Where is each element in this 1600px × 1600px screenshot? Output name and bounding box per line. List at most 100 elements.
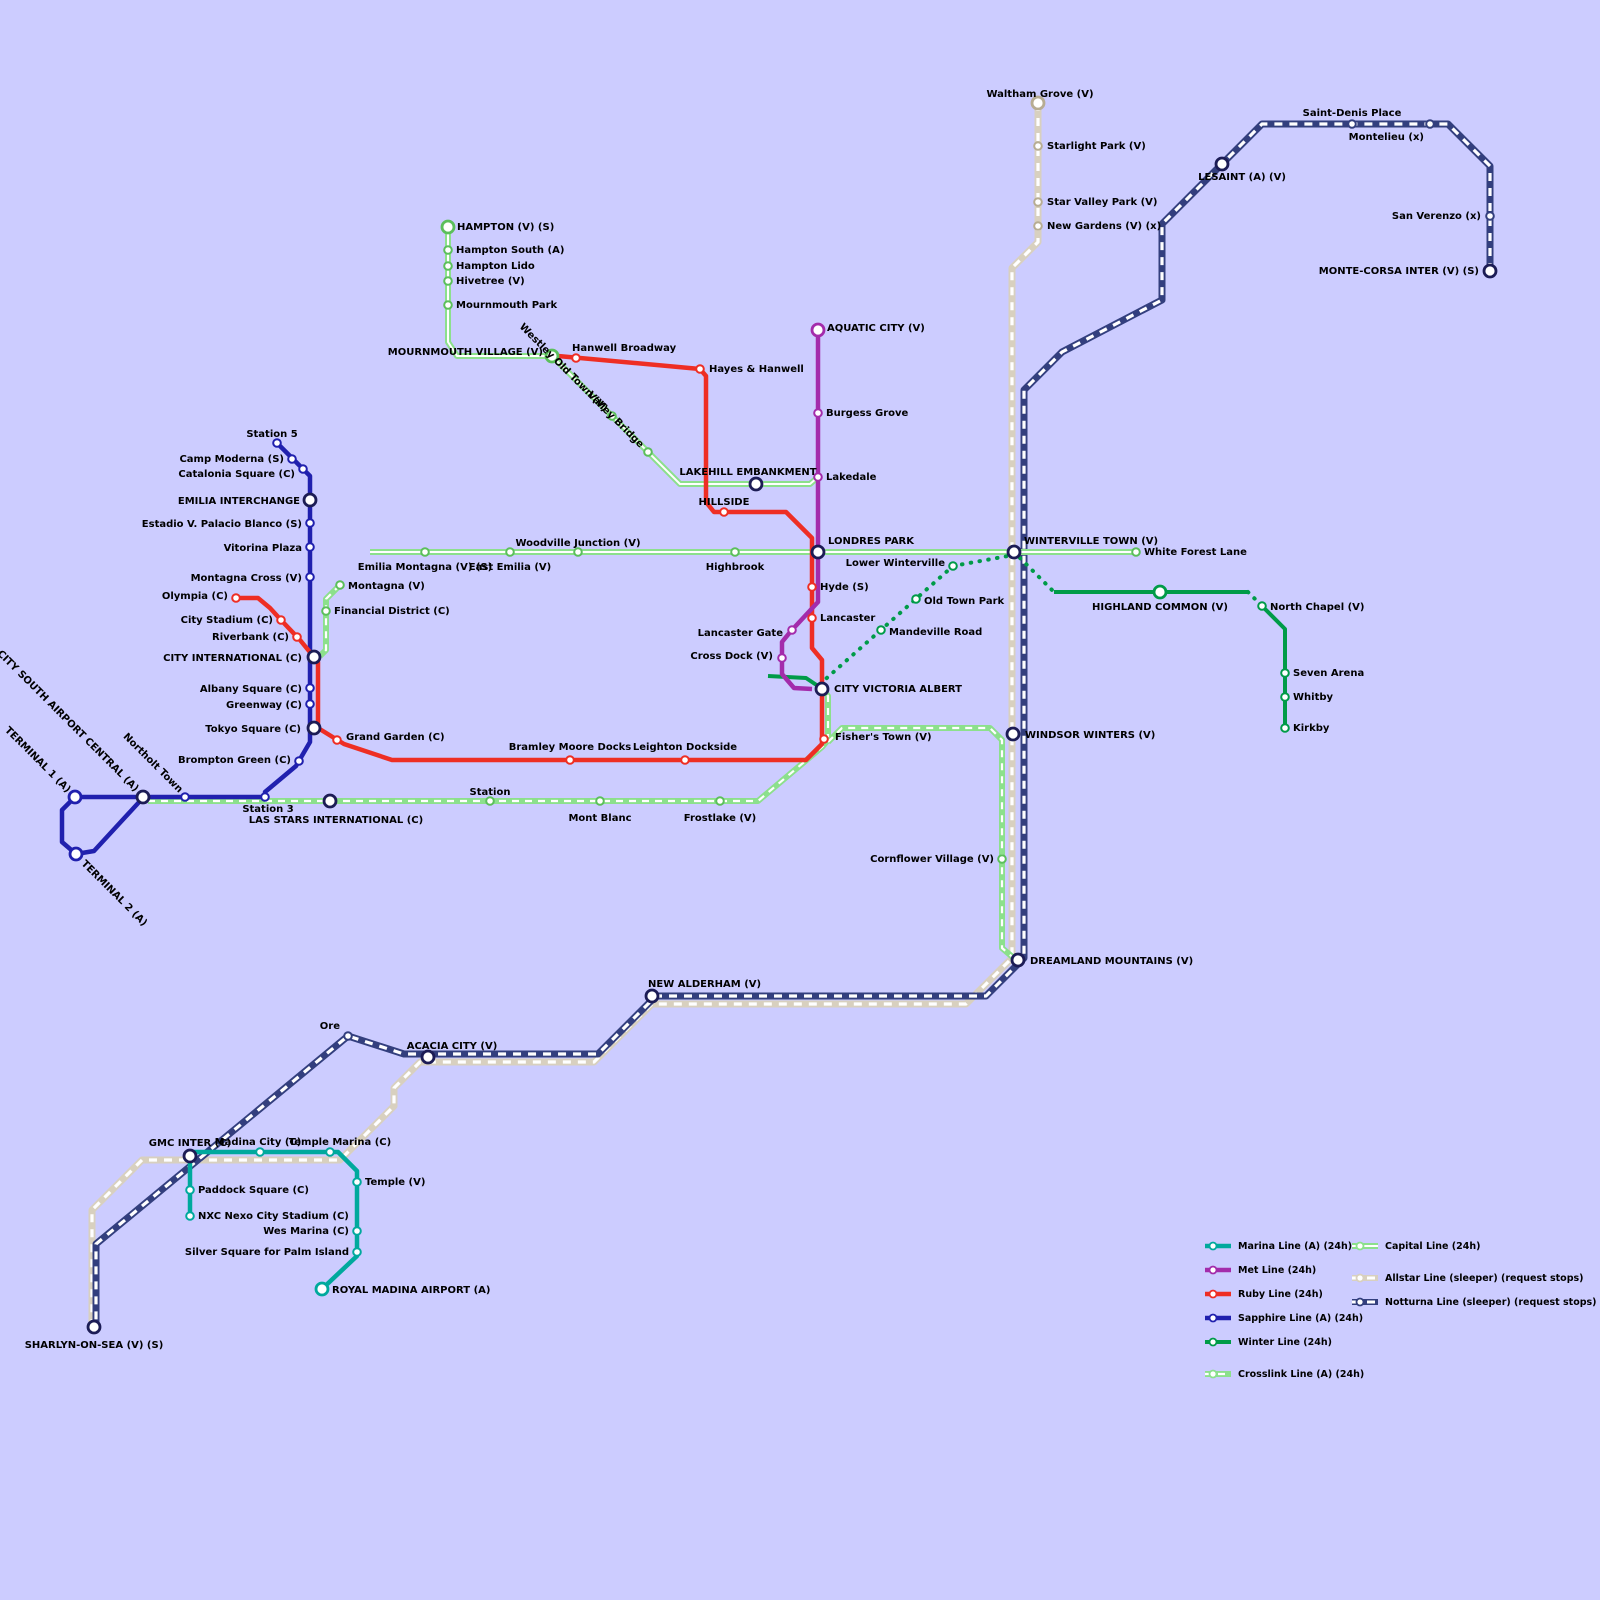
station-label-brompton-green-c: Brompton Green (C): [178, 755, 291, 766]
station-marker-hyde-s: [807, 582, 817, 592]
station-marker-lakedale: [813, 472, 823, 482]
station-label-mandeville-road: Mandeville Road: [889, 627, 982, 638]
station-marker-tokyo-square-c: [306, 720, 322, 736]
legend-item-winter: Winter Line (24h): [1205, 1337, 1332, 1348]
station-marker-woodville-junction-v: [573, 547, 583, 557]
station-marker-gmc-inter-c: [182, 1148, 198, 1164]
station-label-hivetree-v: Hivetree (V): [456, 276, 525, 287]
legend-label-capital: Capital Line (24h): [1385, 1241, 1480, 1252]
station-label-hampton-v-s: HAMPTON (V) (S): [457, 222, 554, 233]
station-label-vitorina-plaza: Vitorina Plaza: [224, 543, 302, 554]
station-marker-valley-bridge: [643, 447, 653, 457]
station-label-winterville-town-v: WINTERVILLE TOWN (V): [1024, 536, 1158, 547]
station-label-nxc-nexo-city-stadium-c: NXC Nexo City Stadium (C): [198, 1211, 349, 1222]
legend-label-winter: Winter Line (24h): [1238, 1337, 1332, 1348]
station-label-white-forest-lane: White Forest Lane: [1144, 547, 1247, 558]
legend-item-capital: Capital Line (24h): [1352, 1241, 1480, 1252]
legend-station-icon-sapphire: [1208, 1313, 1218, 1323]
station-marker-new-gardens-v-x: [1033, 221, 1043, 231]
legend-item-notturna: Notturna Line (sleeper) (request stops): [1352, 1297, 1597, 1308]
station-label-station-3: Station 3: [242, 804, 293, 815]
station-marker-lancaster: [807, 613, 817, 623]
station-marker-north-chapel-v: [1257, 601, 1267, 611]
station-marker-highbrook: [730, 547, 740, 557]
station-marker-aquatic-city-v: [810, 322, 826, 338]
station-label-olympia-c: Olympia (C): [162, 591, 228, 602]
legend-item-crosslink: Crosslink Line (A) (24h): [1205, 1369, 1364, 1380]
station-label-cross-dock-v: Cross Dock (V): [690, 651, 773, 662]
station-label-montelieu-x: Montelieu (x): [1349, 132, 1424, 143]
station-label-lesaint-a-v: LESAINT (A) (V): [1198, 172, 1286, 183]
station-marker-emilia-montagna-v-s: [420, 547, 430, 557]
station-marker-silver-square-for-palm-island: [352, 1247, 362, 1257]
station-label-frostlake-v: Frostlake (V): [684, 813, 756, 824]
station-label-gmc-inter-c: GMC INTER (C): [149, 1138, 231, 1149]
legend-item-met: Met Line (24h): [1205, 1265, 1316, 1276]
station-label-hillside: HILLSIDE: [699, 497, 750, 508]
station-label-city-stadium-c: City Stadium (C): [181, 615, 273, 626]
station-label-estadio-v-palacio-blanco-s: Estadio V. Palacio Blanco (S): [142, 519, 302, 530]
station-marker-station: [485, 796, 495, 806]
station-marker-new-alderham-v: [644, 988, 660, 1004]
line-winter-path: [767, 674, 820, 688]
station-marker-financial-district-c: [321, 606, 331, 616]
legend-item-ruby: Ruby Line (24h): [1205, 1289, 1323, 1300]
station-marker-city-south-airport-central-a: [135, 789, 151, 805]
station-label-madina-city-c: Madina City (C): [215, 1137, 302, 1148]
station-marker-dreamland-mountains-v: [1010, 952, 1026, 968]
station-marker-londres-park: [810, 544, 826, 560]
station-label-station: Station: [470, 787, 511, 798]
station-marker-lancaster-gate: [787, 625, 797, 635]
legend-station-icon-met: [1208, 1265, 1218, 1275]
station-marker-hampton-south-a: [443, 245, 453, 255]
station-marker-winterville-town-v: [1006, 544, 1022, 560]
station-marker-temple-marina-c: [325, 1147, 335, 1157]
station-marker-frostlake-v: [715, 796, 725, 806]
station-label-new-gardens-v-x: New Gardens (V) (x): [1047, 221, 1161, 232]
line-crosslink-overlay: [319, 584, 341, 657]
station-label-star-valley-park-v: Star Valley Park (V): [1047, 197, 1157, 208]
station-marker-mandeville-road: [876, 625, 886, 635]
station-marker-highland-common-v: [1152, 584, 1168, 600]
legend-label-met: Met Line (24h): [1238, 1265, 1316, 1276]
station-label-lancaster-gate: Lancaster Gate: [698, 628, 784, 639]
station-marker-star-valley-park-v: [1033, 197, 1043, 207]
station-marker-kirkby: [1280, 723, 1290, 733]
station-label-acacia-city-v: ACACIA CITY (V): [407, 1041, 498, 1052]
line-crosslink-overlay: [148, 689, 830, 803]
station-label-lakedale: Lakedale: [826, 472, 877, 483]
legend-station-icon-crosslink: [1208, 1369, 1218, 1379]
station-label-old-town-park: Old Town Park: [924, 596, 1005, 607]
station-label-lancaster: Lancaster: [820, 613, 875, 624]
legend-item-allstar: Allstar Line (sleeper) (request stops): [1352, 1273, 1584, 1284]
line-met: [779, 330, 821, 692]
station-label-emilia-montagna-v-s: Emilia Montagna (V) (S): [358, 562, 492, 573]
station-marker-montagna-cross-v: [305, 572, 315, 582]
line-marina-path: [190, 1149, 360, 1291]
station-marker-saint-denis-place: [1347, 119, 1357, 129]
legend-label-notturna: Notturna Line (sleeper) (request stops): [1385, 1297, 1597, 1308]
station-marker-san-verenzo-x: [1485, 211, 1495, 221]
station-label-ore: Ore: [320, 1021, 340, 1032]
station-marker-fisher-s-town-v: [819, 734, 829, 744]
station-label-city-international-c: CITY INTERNATIONAL (C): [163, 653, 302, 664]
station-label-albany-square-c: Albany Square (C): [200, 684, 302, 695]
line-crosslink-overlay: [827, 726, 1017, 961]
legend-station-icon-ruby: [1208, 1289, 1218, 1299]
line-allstar-overlay: [90, 103, 1040, 1326]
station-marker-whitby: [1280, 692, 1290, 702]
station-label-riverbank-c: Riverbank (C): [212, 632, 289, 643]
legend-station-icon-marina: [1208, 1241, 1218, 1251]
station-marker-mont-blanc: [595, 796, 605, 806]
station-marker-bramley-moore-docks: [565, 755, 575, 765]
station-marker-station-5: [272, 438, 282, 448]
station-marker-leighton-dockside: [680, 755, 690, 765]
station-marker-estadio-v-palacio-blanco-s: [305, 518, 315, 528]
station-marker-brompton-green-c: [294, 756, 304, 766]
station-label-highbrook: Highbrook: [706, 562, 765, 573]
station-marker-station-3: [260, 792, 270, 802]
station-label-mournmouth-park: Mournmouth Park: [456, 300, 558, 311]
station-label-saint-denis-place: Saint-Denis Place: [1303, 108, 1402, 119]
station-label-san-verenzo-x: San Verenzo (x): [1392, 211, 1481, 222]
